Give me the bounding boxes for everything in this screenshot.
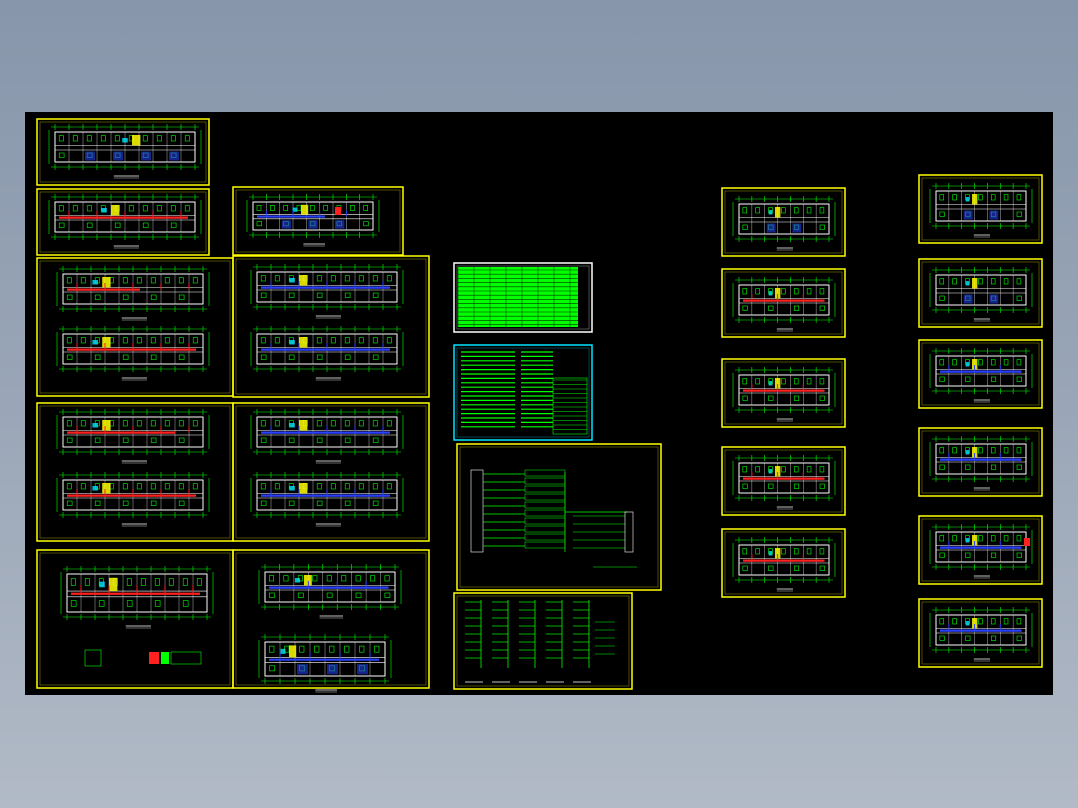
sheet-notes (453, 344, 593, 441)
sheet-plan-pair-4 (232, 402, 430, 542)
sheet-plan-pair-2 (36, 402, 234, 542)
sheet-plan-r2 (721, 268, 846, 338)
cad-drawing (36, 118, 1043, 693)
sheet-plan-s1 (918, 174, 1043, 244)
sheet-plan-s3 (918, 339, 1043, 409)
sheet-plan-2 (36, 188, 210, 256)
sheet-plan-s4 (918, 427, 1043, 497)
cad-drawing-canvas[interactable] (25, 112, 1053, 695)
sheet-riser-diagrams (453, 592, 633, 690)
sheet-plan-pair-3 (232, 255, 430, 398)
sheet-plan-3 (232, 186, 404, 256)
sheet-plan-r1 (721, 187, 846, 257)
sheet-plan-ground (36, 549, 234, 689)
sheet-plan-1 (36, 118, 210, 186)
sheet-plan-ground-2 (232, 549, 430, 693)
sheet-plan-r5 (721, 528, 846, 598)
sheet-legend-table (453, 262, 593, 333)
sheet-system-diagram (456, 443, 662, 591)
sheet-plan-r4 (721, 446, 846, 516)
sheet-plan-s5 (918, 515, 1043, 585)
sheet-plan-r3 (721, 358, 846, 428)
sheet-plan-s2 (918, 258, 1043, 328)
sheet-plan-pair-1 (36, 257, 234, 397)
sheet-plan-s6 (918, 598, 1043, 668)
